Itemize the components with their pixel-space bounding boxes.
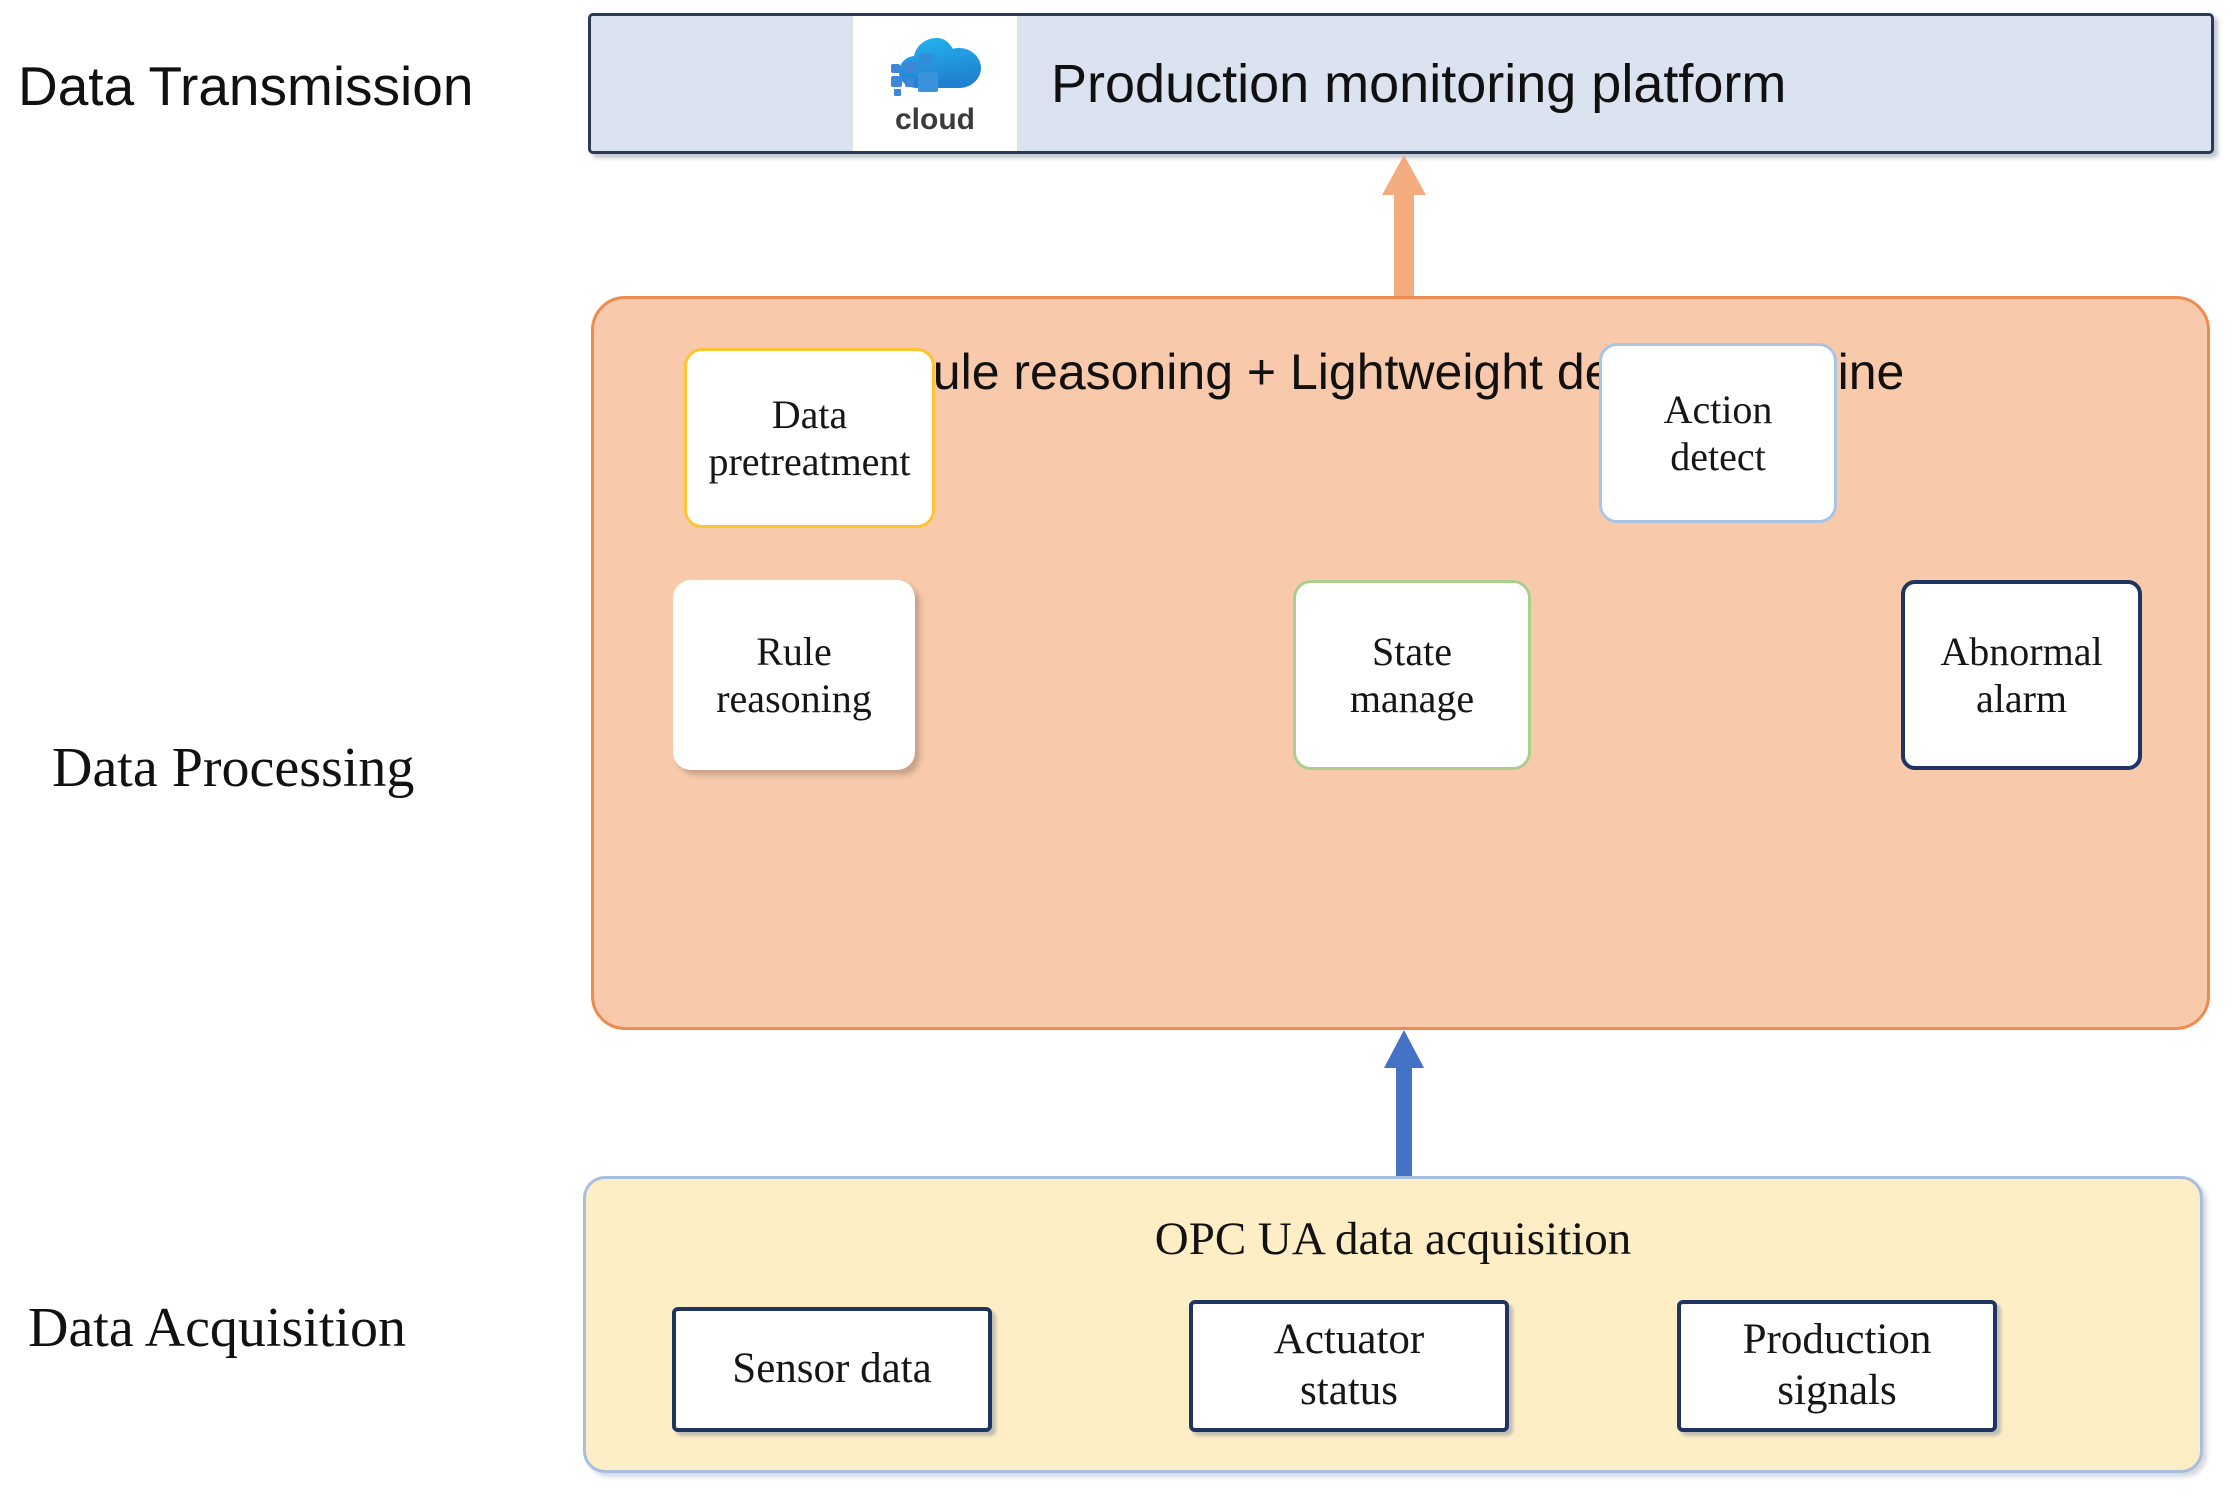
card-line-2: signals (1777, 1367, 1897, 1414)
stage-label-data-transmission: Data Transmission (18, 55, 474, 117)
card-sensor-data[interactable]: Sensor data (672, 1307, 992, 1432)
stage-label-data-processing: Data Processing (52, 737, 415, 799)
card-line-1: Rule (756, 628, 832, 674)
card-state-manage[interactable]: State manage (1293, 580, 1531, 770)
card-line-1: Action (1663, 386, 1773, 432)
card-line-2: status (1300, 1367, 1398, 1414)
data-acquisition-panel: OPC UA data acquisition Sensor data Actu… (583, 1176, 2203, 1473)
card-line-1: Sensor data (732, 1345, 932, 1393)
stage-label-data-acquisition: Data Acquisition (28, 1297, 406, 1359)
card-line-1: Data (771, 391, 848, 437)
card-production-signals[interactable]: Production signals (1677, 1300, 1997, 1432)
card-actuator-status[interactable]: Actuator status (1189, 1300, 1509, 1432)
card-label: Production signals (1743, 1315, 1932, 1416)
card-label: Data pretreatment (708, 391, 910, 485)
production-monitoring-platform-band[interactable]: cloud Production monitoring platform (588, 13, 2214, 154)
card-label: Abnormal alarm (1940, 628, 2102, 722)
card-action-detect[interactable]: Action detect (1599, 343, 1837, 523)
card-data-pretreatment[interactable]: Data pretreatment (684, 348, 935, 528)
card-line-2: reasoning (716, 676, 872, 721)
card-line-1: Actuator (1273, 1316, 1425, 1364)
card-rule-reasoning[interactable]: Rule reasoning (673, 580, 915, 770)
arrow-up-orange-processing-to-transmission (1372, 155, 1436, 301)
transmission-title: Production monitoring platform (1051, 53, 1787, 114)
card-line-1: Abnormal (1940, 628, 2103, 674)
data-processing-panel: Rule reasoning + Lightweight decision en… (591, 296, 2210, 1030)
card-line-1: Production (1742, 1316, 1932, 1364)
card-label: Actuator status (1274, 1315, 1424, 1416)
arrow-up-blue-acquisition-to-processing (1374, 1030, 1434, 1178)
card-abnormal-alarm[interactable]: Abnormal alarm (1901, 580, 2142, 770)
card-label: Rule reasoning (716, 628, 872, 722)
card-line-2: detect (1670, 434, 1766, 479)
card-line-1: State (1372, 628, 1452, 674)
card-line-2: manage (1349, 676, 1475, 721)
card-label: Sensor data (732, 1344, 931, 1395)
card-line-2: pretreatment (708, 439, 911, 484)
card-label: State manage (1350, 628, 1474, 722)
acquisition-panel-title: OPC UA data acquisition (1154, 1213, 1632, 1265)
card-label: Action detect (1664, 386, 1773, 480)
card-line-2: alarm (1975, 676, 2068, 721)
cloud-icon (881, 32, 989, 104)
cloud-icon-caption: cloud (895, 103, 975, 136)
cloud-icon-container: cloud (853, 16, 1017, 151)
